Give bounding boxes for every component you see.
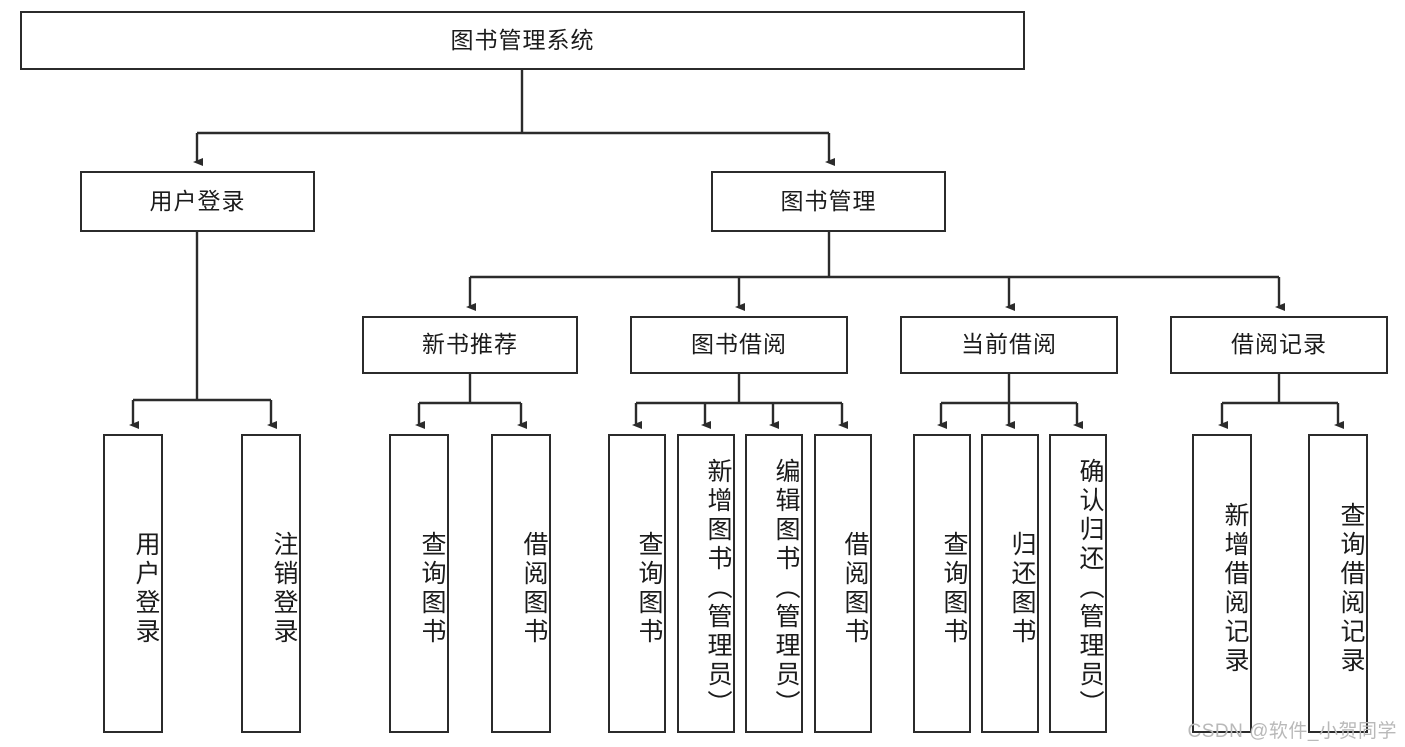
node-leaf-query-record-label: 查询借阅记录 xyxy=(1337,501,1365,676)
node-leaf-add-record-label: 新增借阅记录 xyxy=(1221,501,1249,676)
node-leaf-query-book-3-label: 查询图书 xyxy=(940,530,968,647)
node-leaf-return-book[interactable]: 归还图书 xyxy=(981,434,1039,733)
node-leaf-query-book-2[interactable]: 查询图书 xyxy=(608,434,666,733)
node-user-login-label: 用户登录 xyxy=(149,187,246,214)
node-leaf-borrow-book-1[interactable]: 借阅图书 xyxy=(491,434,551,733)
node-book-manage[interactable]: 图书管理 xyxy=(711,171,946,232)
node-leaf-confirm-return[interactable]: 确认归还（管理员） xyxy=(1049,434,1107,733)
node-leaf-query-book-3[interactable]: 查询图书 xyxy=(913,434,971,733)
node-leaf-logout-login[interactable]: 注销登录 xyxy=(241,434,301,733)
node-leaf-query-book-1[interactable]: 查询图书 xyxy=(389,434,449,733)
node-leaf-edit-book-label: 编辑图书（管理员） xyxy=(772,458,800,719)
node-root-label: 图书管理系统 xyxy=(450,26,595,53)
node-new-book-recommend[interactable]: 新书推荐 xyxy=(362,316,578,374)
node-current-borrow[interactable]: 当前借阅 xyxy=(900,316,1118,374)
node-borrow-record-label: 借阅记录 xyxy=(1231,331,1327,358)
node-user-login[interactable]: 用户登录 xyxy=(80,171,315,232)
node-leaf-user-login[interactable]: 用户登录 xyxy=(103,434,163,733)
node-leaf-edit-book[interactable]: 编辑图书（管理员） xyxy=(745,434,803,733)
node-book-borrow[interactable]: 图书借阅 xyxy=(630,316,848,374)
node-leaf-user-login-label: 用户登录 xyxy=(132,530,160,647)
node-leaf-query-book-1-label: 查询图书 xyxy=(418,530,446,647)
node-book-manage-label: 图书管理 xyxy=(780,187,877,214)
node-leaf-return-book-label: 归还图书 xyxy=(1008,530,1036,647)
node-borrow-record[interactable]: 借阅记录 xyxy=(1170,316,1388,374)
node-leaf-confirm-return-label: 确认归还（管理员） xyxy=(1076,458,1104,719)
node-leaf-query-record[interactable]: 查询借阅记录 xyxy=(1308,434,1368,733)
node-leaf-borrow-book-2-label: 借阅图书 xyxy=(841,530,869,647)
node-leaf-add-book-label: 新增图书（管理员） xyxy=(704,458,732,719)
node-leaf-add-book[interactable]: 新增图书（管理员） xyxy=(677,434,735,733)
node-leaf-borrow-book-1-label: 借阅图书 xyxy=(520,530,548,647)
node-leaf-borrow-book-2[interactable]: 借阅图书 xyxy=(814,434,872,733)
node-leaf-add-record[interactable]: 新增借阅记录 xyxy=(1192,434,1252,733)
node-new-book-recommend-label: 新书推荐 xyxy=(422,331,518,358)
node-leaf-logout-login-label: 注销登录 xyxy=(270,530,298,647)
node-leaf-query-book-2-label: 查询图书 xyxy=(635,530,663,647)
node-book-borrow-label: 图书借阅 xyxy=(691,331,787,358)
node-root[interactable]: 图书管理系统 xyxy=(20,11,1025,70)
node-current-borrow-label: 当前借阅 xyxy=(961,331,1057,358)
